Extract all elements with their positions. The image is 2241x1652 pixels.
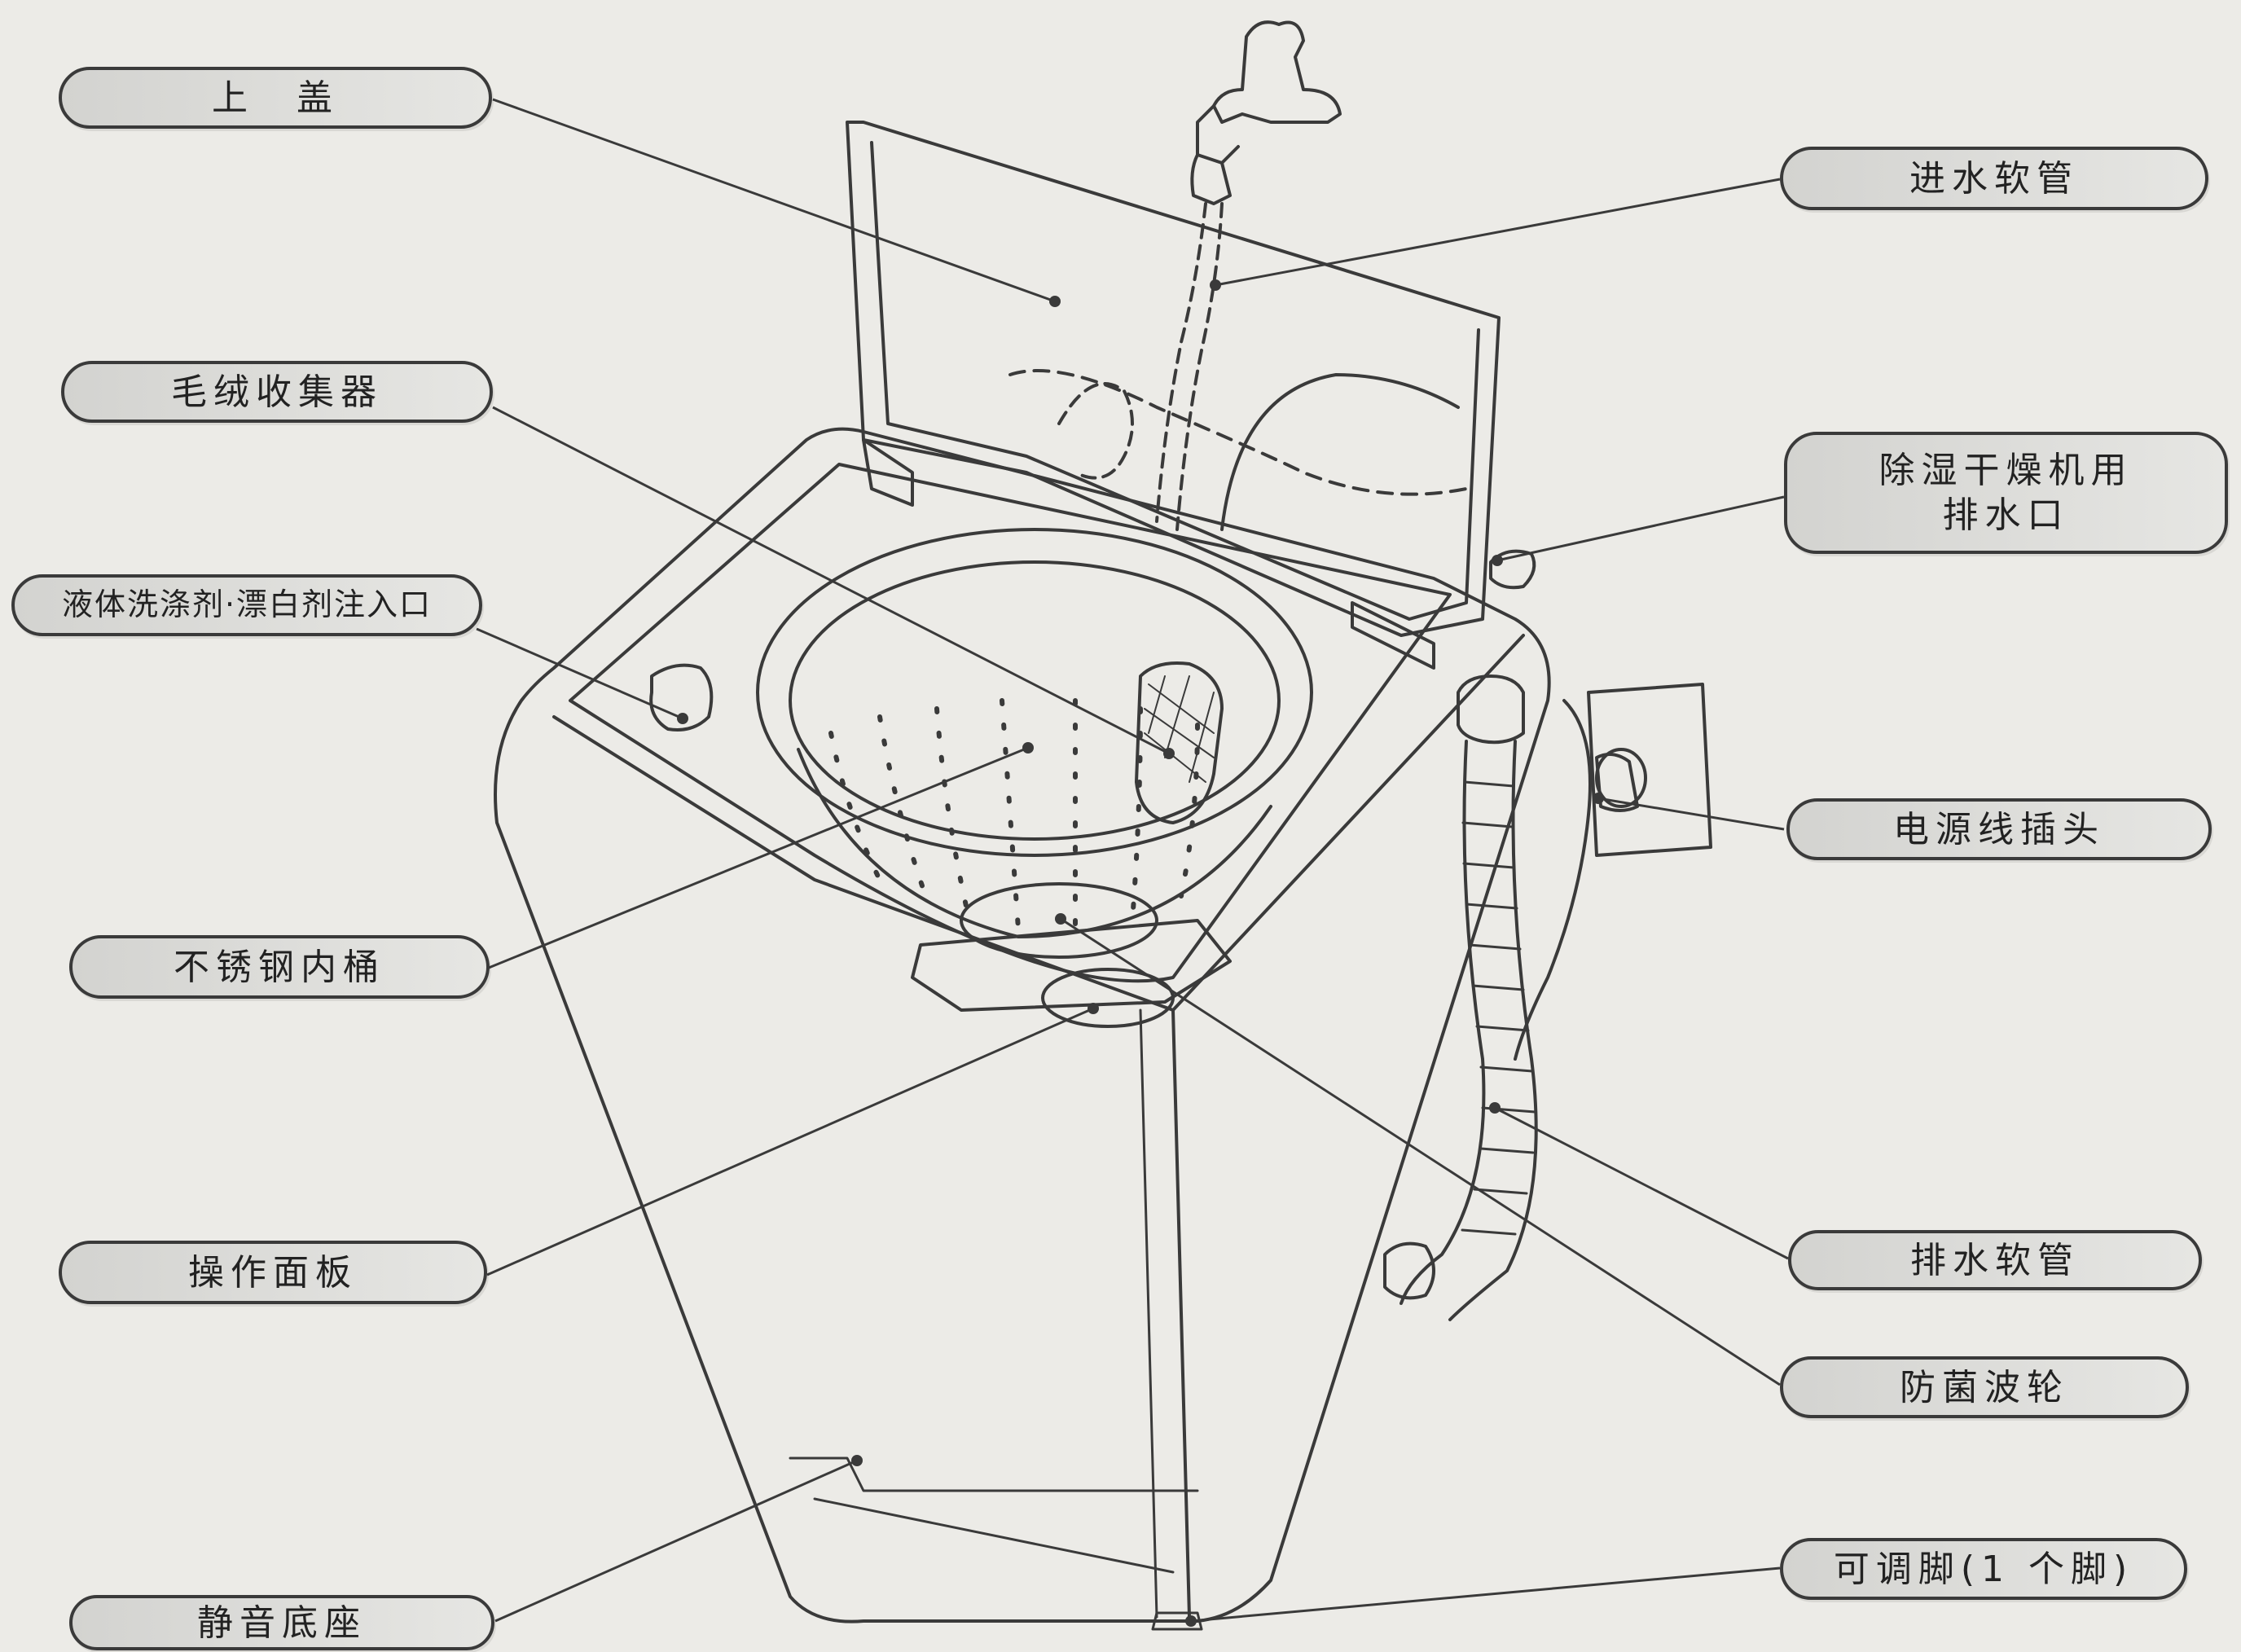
leader-adjustable-foot <box>1190 1566 1781 1623</box>
leader-dot-lid <box>1049 296 1061 307</box>
leader-dot-foot <box>1185 1615 1197 1627</box>
drain-hose-right <box>1448 740 1538 1321</box>
leader-pulsator <box>1060 917 1781 1386</box>
lid-hinge-left <box>862 438 914 507</box>
label-detergent-inlet: 液体洗涤剂·漂白剂注入口 <box>11 574 482 636</box>
lid-handle-curve <box>1220 373 1460 531</box>
pulsator <box>960 882 1158 959</box>
inlet-hose-coupling <box>1190 153 1232 205</box>
cabinet-top-rim <box>569 463 1452 983</box>
label-power-plug: 电源线插头 <box>1786 798 2212 860</box>
leader-inner-tub <box>488 746 1029 969</box>
drain-hose-left <box>1400 740 1486 1305</box>
label-drain-hose: 排水软管 <box>1788 1230 2202 1290</box>
lid-hinge-right <box>1351 601 1435 670</box>
inner-tub-rim-2 <box>789 560 1281 841</box>
power-cord <box>1514 699 1592 1061</box>
leader-lint-filter <box>492 406 1170 755</box>
adjustable-foot <box>1151 1611 1203 1631</box>
label-dryer-drain: 除湿干燥机用 排水口 <box>1784 432 2228 554</box>
leader-dot-detergent <box>677 713 688 724</box>
leader-dot-base <box>851 1455 863 1466</box>
lid-inner-edge <box>870 141 1480 621</box>
leader-dot-plug <box>1593 793 1604 804</box>
cabinet-inner-edge <box>552 634 1525 1012</box>
label-inner-tub: 不锈钢内桶 <box>69 935 490 999</box>
leader-dot-panel <box>1088 1003 1099 1014</box>
label-silent-base: 静音底座 <box>69 1595 494 1650</box>
leader-power-plug <box>1597 797 1785 831</box>
lint-filter-mesh <box>1144 675 1215 783</box>
cabinet-front-corner-2 <box>1139 1008 1158 1619</box>
lid-hidden-edge <box>1008 369 1468 496</box>
tub-perforations <box>828 698 1200 931</box>
leader-silent-base <box>494 1459 858 1623</box>
cabinet-base-band <box>813 1497 1175 1574</box>
inlet-hose-loop <box>1057 382 1134 480</box>
wall-socket <box>1595 748 1647 808</box>
leader-dot-tub <box>1022 742 1034 754</box>
leader-lid <box>492 98 1056 303</box>
cabinet-front-corner <box>1171 1008 1191 1619</box>
label-lint-filter: 毛绒收集器 <box>61 361 493 423</box>
leader-dryer-drain <box>1496 495 1785 562</box>
drain-hose-corrugation <box>1461 780 1536 1236</box>
power-plug-body <box>1595 753 1639 812</box>
label-lid: 上 盖 <box>59 67 492 129</box>
leader-inlet-hose <box>1215 178 1781 287</box>
detergent-inlet <box>649 663 714 732</box>
wall-outlet <box>1587 683 1712 857</box>
lint-filter <box>1135 661 1224 824</box>
leader-control-panel <box>486 1007 1094 1276</box>
label-adjustable-foot: 可调脚(1 个脚) <box>1780 1538 2187 1600</box>
leader-detergent-inlet <box>476 627 683 720</box>
leader-dot-lint <box>1163 748 1175 759</box>
inlet-hose-dashed <box>1155 202 1207 523</box>
drain-outlet <box>1383 1241 1435 1300</box>
leader-dot-drain <box>1489 1102 1501 1114</box>
drain-hose-cap <box>1457 674 1525 745</box>
label-control-panel: 操作面板 <box>59 1241 487 1304</box>
control-knob <box>1041 968 1175 1028</box>
dryer-drain-port <box>1489 549 1536 590</box>
cabinet-outline <box>494 427 1551 1623</box>
label-pulsator: 防菌波轮 <box>1780 1356 2189 1418</box>
inner-tub-rim <box>756 528 1313 857</box>
leader-dot-inlet <box>1210 279 1221 291</box>
leader-drain-hose <box>1494 1106 1789 1260</box>
inlet-hose-dashed-2 <box>1175 202 1224 531</box>
lid-outline <box>846 121 1501 637</box>
leader-dot-pulsator <box>1055 913 1066 925</box>
leader-dot-dryer <box>1492 555 1503 566</box>
cabinet-base-line <box>789 1456 1199 1492</box>
control-panel <box>911 919 1232 1012</box>
label-inlet-hose: 进水软管 <box>1780 147 2208 210</box>
tap-body <box>1212 20 1342 124</box>
